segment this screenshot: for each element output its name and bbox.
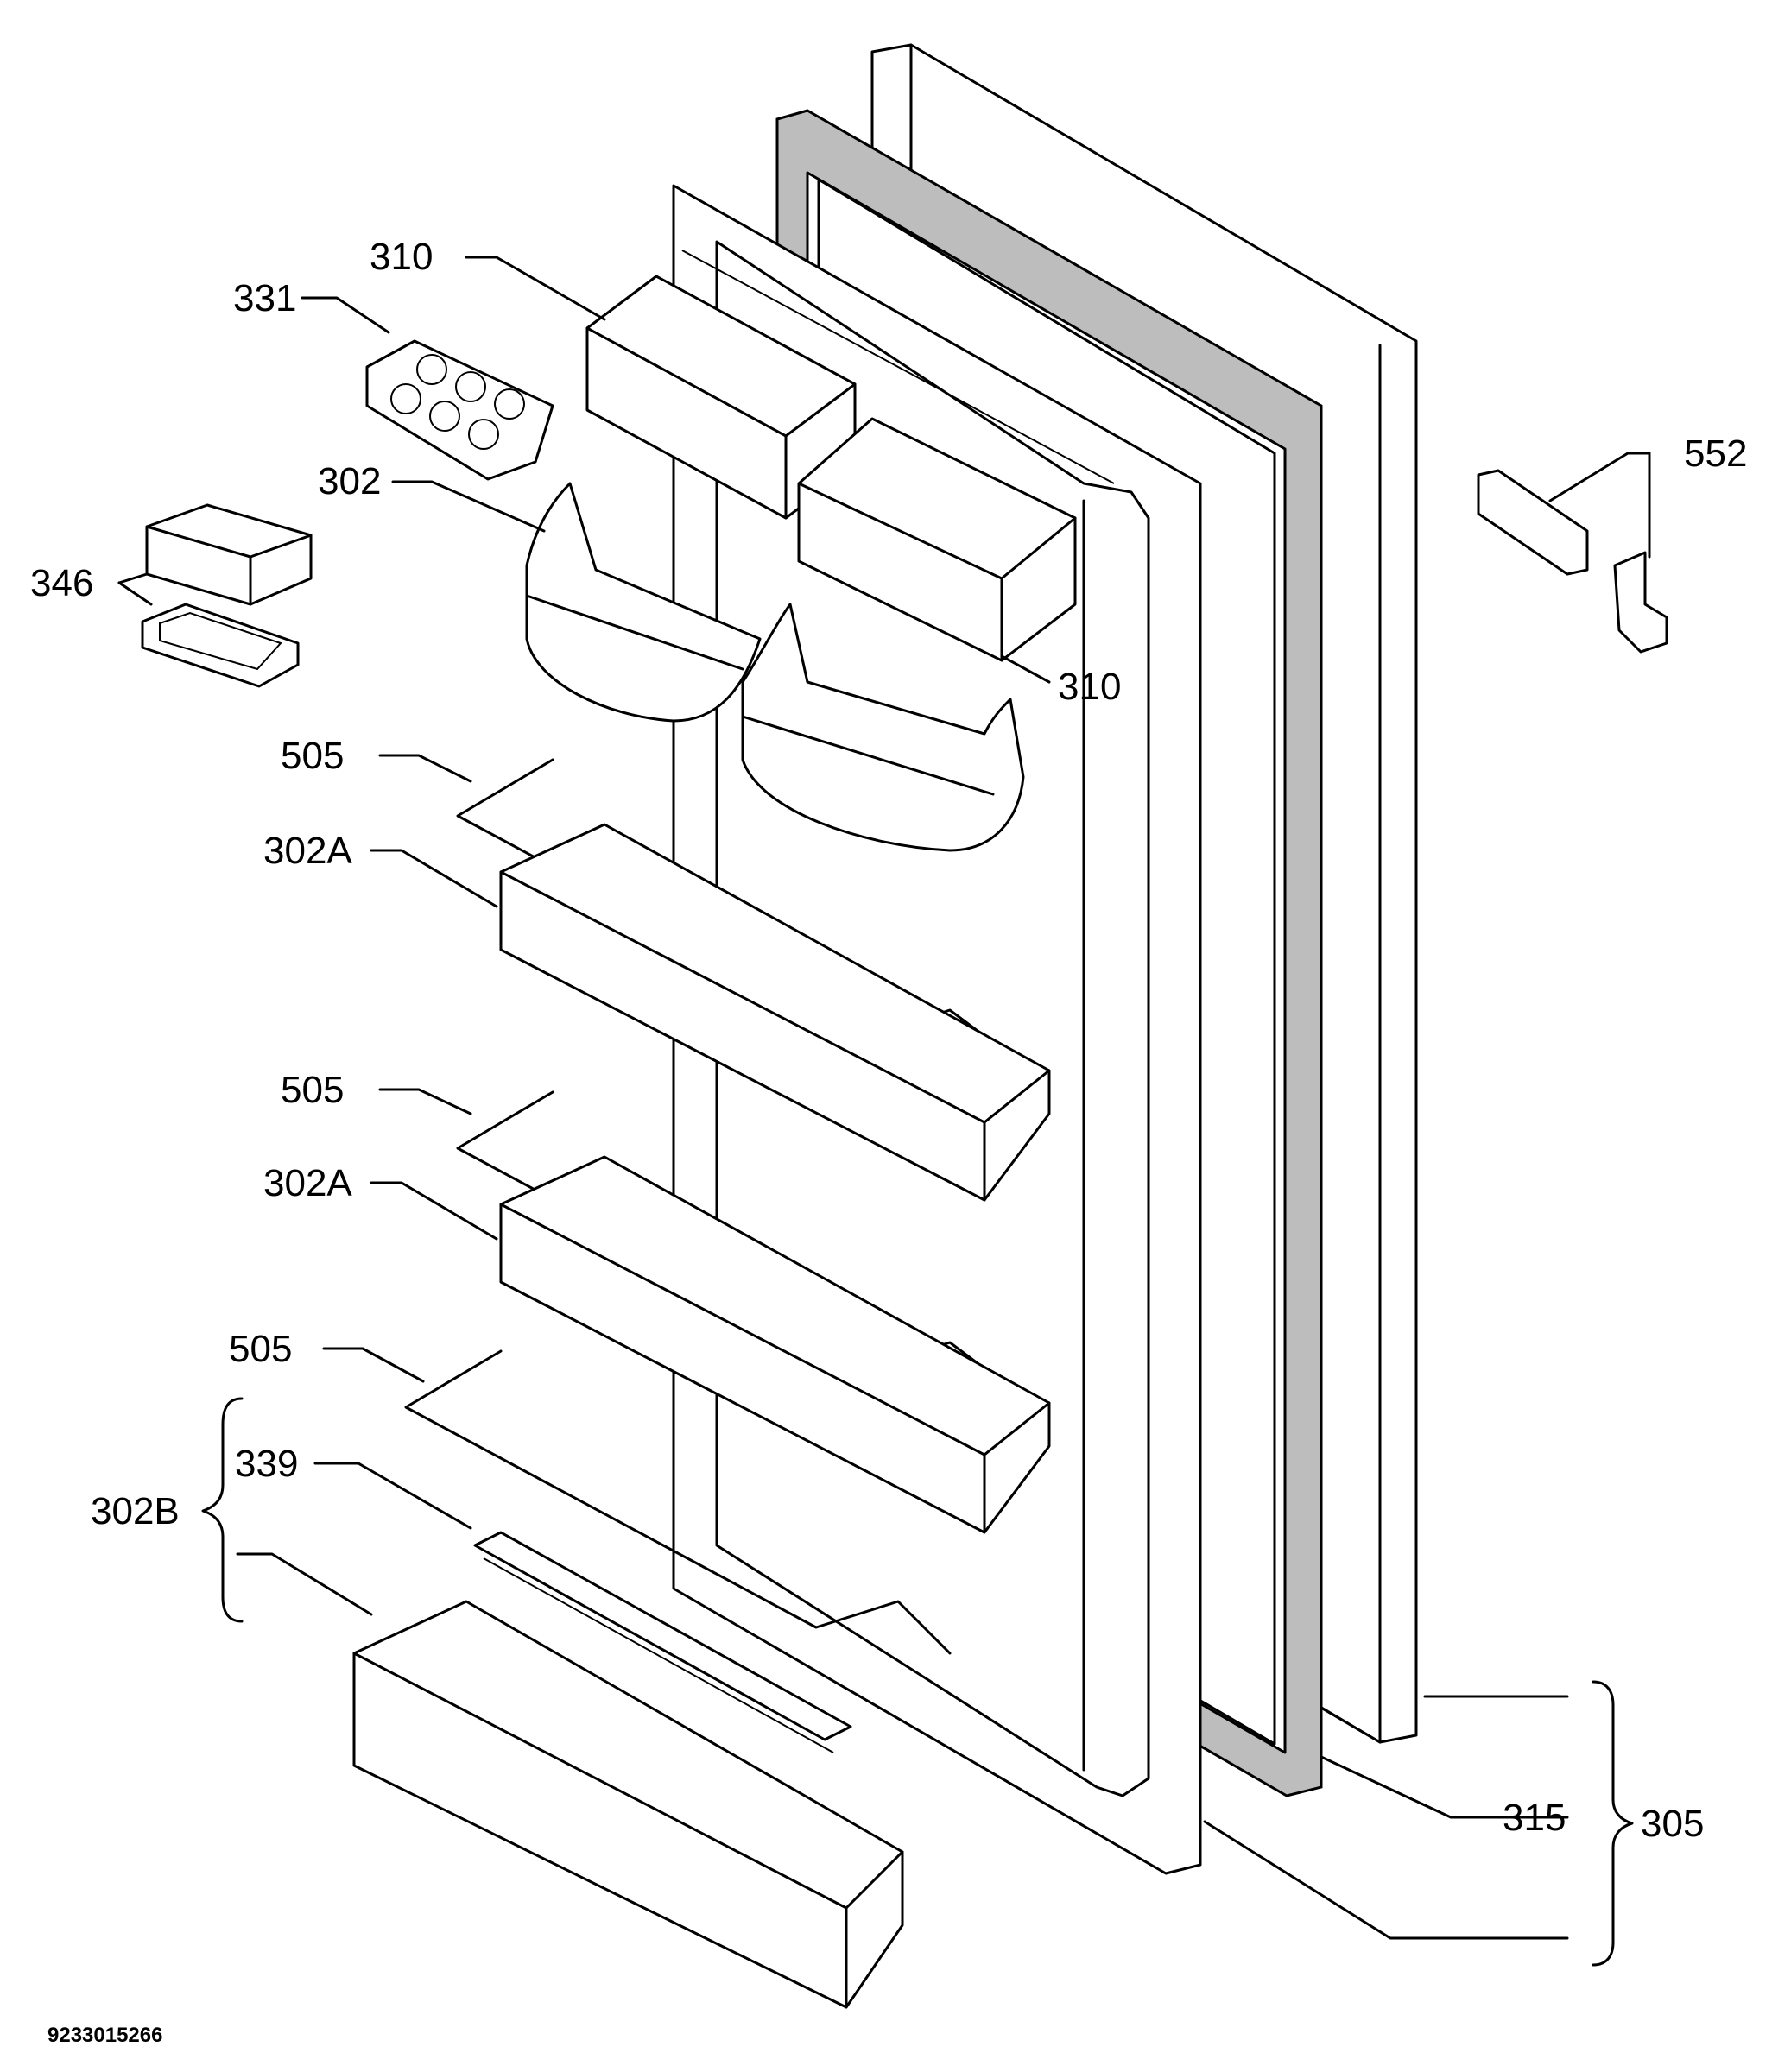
callout-302: 302: [318, 460, 381, 502]
callout-305: 305: [1641, 1803, 1704, 1845]
bottle-divider: [473, 1531, 852, 1753]
callout-339: 339: [235, 1443, 298, 1485]
callout-315: 315: [1503, 1797, 1566, 1839]
egg-tray: [365, 339, 554, 481]
callout-302A-second: 302A: [263, 1162, 352, 1204]
dairy-cover-right: [797, 417, 1077, 662]
callout-505-third: 505: [229, 1328, 292, 1370]
door-shelf-1: [499, 823, 1051, 1202]
butter-dish: [141, 503, 313, 688]
callout-331: 331: [233, 277, 296, 319]
callout-302B: 302B: [91, 1490, 180, 1532]
callout-310-top: 310: [370, 236, 433, 278]
upper-tray-right: [741, 603, 1025, 852]
wire-retainer-3: [404, 1349, 952, 1655]
door-shelf-2: [499, 1155, 1051, 1534]
dairy-cover-left: [585, 275, 857, 520]
callout-552: 552: [1684, 433, 1747, 475]
callout-505-second: 505: [281, 1069, 344, 1111]
bottle-shelf: [352, 1600, 904, 2009]
callout-505-first: 505: [281, 735, 344, 777]
upper-tray-left: [525, 482, 762, 723]
hinge-brackets: [1477, 469, 1668, 654]
callout-346: 346: [30, 562, 93, 604]
leader-lines: [117, 256, 1651, 1967]
callout-302A-first: 302A: [263, 830, 352, 872]
drawing-code: 9233015266: [47, 2024, 162, 2047]
callout-310-right: 310: [1058, 666, 1121, 708]
